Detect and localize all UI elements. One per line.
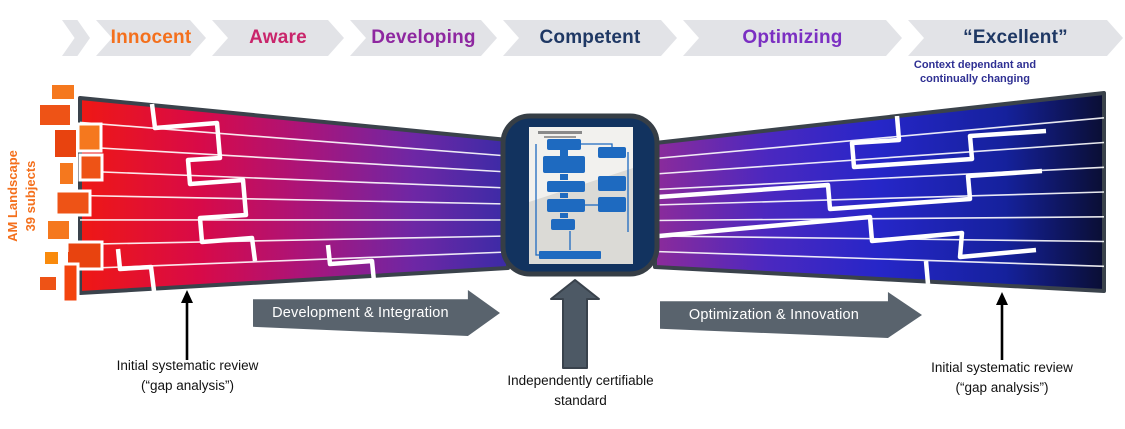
stage-chevron-excellent: “Excellent”	[908, 20, 1123, 56]
stage-label-aware: Aware	[249, 27, 307, 48]
stage-label-competent: Competent	[539, 27, 641, 48]
funnel-left	[78, 96, 510, 295]
excellent-note-line1: Context dependant and	[913, 59, 1037, 71]
annotation-left-line2: (“gap analysis”)	[140, 378, 235, 394]
annotation-certifiable-standard: Independently certifiable standard	[478, 371, 683, 412]
annotation-right-line2: (“gap analysis”)	[955, 380, 1049, 396]
development-integration-label: Development & Integration	[272, 305, 449, 321]
excellent-note: Context dependant and continually changi…	[875, 59, 1075, 87]
annotation-right-line1: Initial systematic review	[931, 360, 1073, 375]
stage-chevron-aware: Aware	[212, 20, 344, 56]
axis-label-line2: 39 subjects	[22, 160, 38, 232]
flowchart-thumbnail	[529, 127, 633, 264]
annotation-gap-analysis-left: Initial systematic review (“gap analysis…	[85, 356, 290, 397]
annotation-arrow-right	[996, 292, 1008, 360]
subject-squares	[40, 85, 104, 304]
optimization-innovation-label: Optimization & Innovation	[688, 307, 860, 323]
annotation-arrow-left	[181, 290, 193, 360]
stage-chevron-innocent: Innocent	[96, 20, 206, 56]
excellent-note-line2: continually changing	[919, 72, 1030, 85]
stage-label-excellent: “Excellent”	[963, 27, 1068, 48]
am-landscape-axis-label: AM Landscape 39 subjects	[4, 111, 44, 281]
stage-chevron-optimizing: Optimizing	[683, 20, 902, 56]
annotation-center-line1: Independently certifiable	[507, 373, 654, 388]
standard-box	[500, 113, 660, 277]
stage-label-optimizing: Optimizing	[742, 27, 843, 48]
maturity-stage-band: Innocent Aware Developing Competent Opti…	[62, 20, 1123, 56]
gap-steps-right	[657, 115, 1047, 285]
fan-lines-left	[79, 121, 509, 270]
gap-steps-left	[115, 103, 378, 293]
axis-label-line1: AM Landscape	[5, 150, 20, 242]
stage-label-developing: Developing	[371, 27, 476, 48]
block-up-arrow	[550, 279, 600, 369]
fan-lines-right	[654, 117, 1105, 268]
annotation-gap-analysis-right: Initial systematic review (“gap analysis…	[898, 358, 1106, 399]
annotation-left-line1: Initial systematic review	[116, 358, 259, 373]
chevron-lead-icon	[62, 20, 90, 56]
annotation-center-line2: standard	[554, 393, 607, 409]
stage-chevron-competent: Competent	[503, 20, 677, 56]
stage-label-innocent: Innocent	[110, 27, 192, 48]
stage-chevron-developing: Developing	[350, 20, 497, 56]
